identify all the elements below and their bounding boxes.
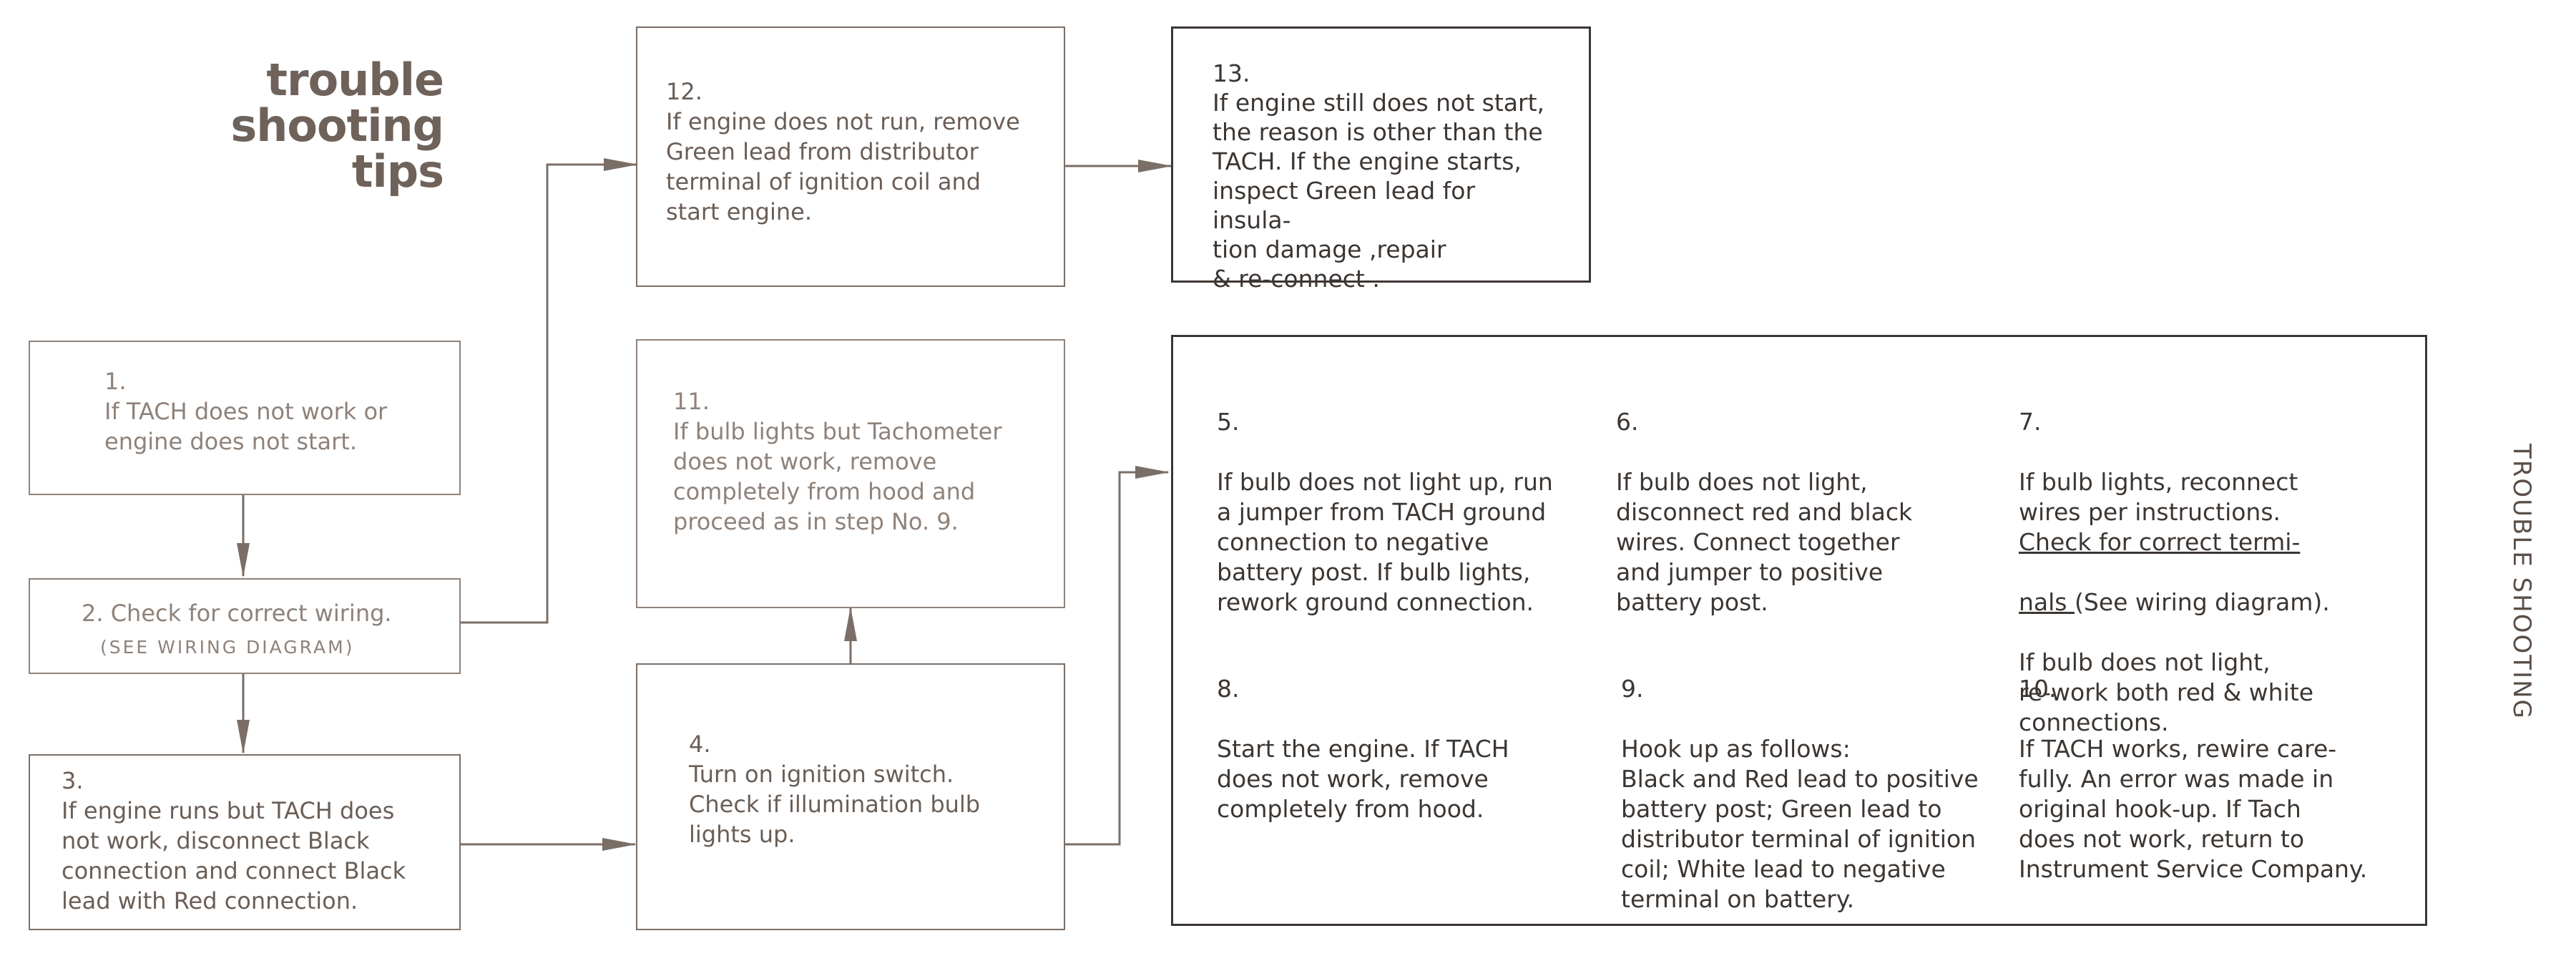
- step-5-text: If bulb does not light up, run a jumper …: [1217, 468, 1553, 616]
- step-3-box: 3. If engine runs but TACH does not work…: [29, 754, 461, 930]
- step-9-cell: 9. Hook up as follows: Black and Red lea…: [1621, 644, 1979, 914]
- step-6-number: 6.: [1616, 408, 1639, 436]
- step-9-number: 9.: [1621, 675, 1644, 703]
- step-6-text: If bulb does not light, disconnect red a…: [1616, 468, 1913, 616]
- side-label: TROUBLE SHOOTING: [2507, 444, 2536, 720]
- step-12-text: If engine does not run, remove Green lea…: [666, 108, 1020, 225]
- step-2-text: 2. Check for correct wiring.: [82, 600, 392, 627]
- step-10-cell: 10. If TACH works, rewire care- fully. A…: [2019, 644, 2367, 884]
- step-7-mixed-line: nals (See wiring diagram).: [2019, 587, 2330, 618]
- step-4-text: Turn on ignition switch. Check if illumi…: [689, 761, 981, 848]
- step-3-text: If engine runs but TACH does not work, d…: [62, 797, 406, 914]
- arrow-4-to-results: [1065, 466, 1170, 846]
- step-7-text-b: (See wiring diagram).: [2075, 588, 2330, 616]
- step-9-text: Hook up as follows: Black and Red lead t…: [1621, 735, 1979, 913]
- step-7-number: 7.: [2019, 408, 2042, 436]
- step-10-text: If TACH works, rewire care- fully. An er…: [2019, 735, 2368, 883]
- step-1-text: If TACH does not work or engine does not…: [104, 398, 388, 455]
- step-8-text: Start the engine. If TACH does not work,…: [1217, 735, 1509, 823]
- page-title: trouble shooting tips: [215, 57, 444, 195]
- step-5-number: 5.: [1217, 408, 1240, 436]
- step-7-cell: 7. If bulb lights, reconnect wires per i…: [2019, 377, 2330, 738]
- step-1-number: 1.: [104, 368, 127, 395]
- step-11-text: If bulb lights but Tachometer does not w…: [673, 418, 1002, 535]
- title-line-3: tips: [351, 145, 444, 197]
- step-13-box: 13. If engine still does not start, the …: [1171, 26, 1591, 293]
- step-8-number: 8.: [1217, 675, 1240, 703]
- step-7-underlined-2: nals: [2019, 588, 2075, 616]
- step-12-number: 12.: [666, 78, 702, 105]
- step-13-number: 13.: [1213, 59, 1250, 87]
- step-2-subtext: (SEE WIRING DIAGRAM): [100, 637, 355, 658]
- step-8-cell: 8. Start the engine. If TACH does not wo…: [1217, 644, 1509, 824]
- step-7-underlined-line: Check for correct termi-: [2019, 527, 2330, 557]
- step-6-cell: 6. If bulb does not light, disconnect re…: [1616, 377, 1912, 618]
- step-5-cell: 5. If bulb does not light up, run a jump…: [1217, 377, 1553, 618]
- step-7-text-c: If bulb does not light, re-work both red…: [2019, 648, 2314, 736]
- step-10-number: 10.: [2019, 675, 2057, 703]
- step-11-number: 11.: [673, 388, 710, 415]
- step-1-box: 1. If TACH does not work or engine does …: [29, 341, 461, 495]
- title-line-1: trouble: [266, 54, 444, 106]
- step-7-text-a: If bulb lights, reconnect wires per inst…: [2019, 468, 2298, 526]
- step-13-text: If engine still does not start, the reas…: [1213, 89, 1545, 293]
- step-2-box: 2. Check for correct wiring. (SEE WIRING…: [29, 578, 461, 674]
- title-line-2: shooting: [230, 99, 444, 152]
- step-4-box: 4. Turn on ignition switch. Check if ill…: [636, 663, 1065, 930]
- arrow-2-to-12: [461, 158, 638, 624]
- step-7-underlined-1: Check for correct termi-: [2019, 528, 2301, 556]
- step-4-number: 4.: [689, 731, 711, 758]
- step-12-box: 12. If engine does not run, remove Green…: [636, 26, 1065, 287]
- results-box: [1171, 335, 2427, 926]
- step-11-box: 11. If bulb lights but Tachometer does n…: [636, 339, 1065, 608]
- step-3-number: 3.: [62, 767, 84, 794]
